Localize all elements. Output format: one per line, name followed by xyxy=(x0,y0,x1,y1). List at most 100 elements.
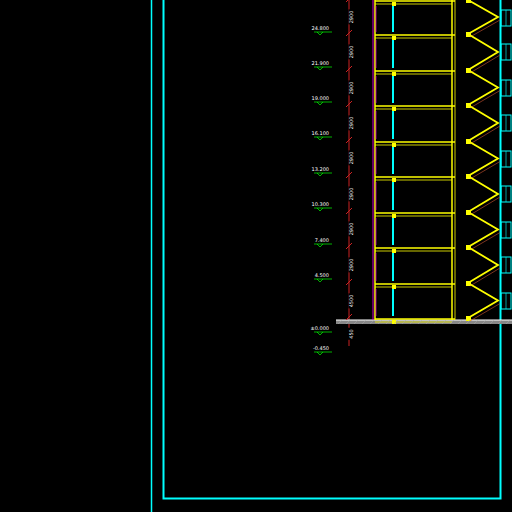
column xyxy=(392,253,394,281)
dim-tick xyxy=(346,208,352,214)
ground-hatch xyxy=(490,320,494,324)
dimension-text: 2900 xyxy=(348,10,354,25)
floor-slab xyxy=(375,216,452,217)
stair-hatch xyxy=(470,268,500,286)
floor-slab xyxy=(375,322,452,323)
beam xyxy=(392,178,396,182)
ground-hatch xyxy=(346,320,350,324)
wall-line xyxy=(373,0,374,320)
ground-hatch xyxy=(338,320,342,324)
stair-hatch xyxy=(470,91,500,109)
floor-slab xyxy=(375,0,455,2)
beam xyxy=(392,2,396,6)
column xyxy=(392,147,394,174)
ground-hatch xyxy=(442,320,446,324)
stair-flight xyxy=(468,70,498,105)
column xyxy=(392,40,394,68)
window-mullion xyxy=(506,10,507,26)
elevation-text: 19.000 xyxy=(311,95,331,101)
wall-line xyxy=(455,0,456,320)
ground-hatch xyxy=(370,320,374,324)
window xyxy=(501,151,511,167)
elevation-text: 24.800 xyxy=(311,25,331,31)
floor-slab xyxy=(375,251,452,252)
window xyxy=(501,257,511,273)
wall-inner xyxy=(376,6,377,32)
ground-hatch xyxy=(498,320,502,324)
frame-border xyxy=(164,0,501,499)
window-mullion xyxy=(506,186,507,202)
floor-slab xyxy=(375,318,455,320)
column xyxy=(392,289,394,316)
dim-tick xyxy=(346,0,352,2)
floor-slab xyxy=(375,4,452,5)
ground-hatch xyxy=(418,320,422,324)
level-symbol xyxy=(317,352,323,355)
dimension-text: 2900 xyxy=(348,81,354,96)
beam xyxy=(392,214,396,218)
beam xyxy=(392,285,396,289)
elevation-text: ±0.000 xyxy=(309,325,330,331)
dimension-text: 2900 xyxy=(348,116,354,131)
floor-slab xyxy=(375,145,452,146)
level-symbol xyxy=(317,208,323,211)
ground-hatch xyxy=(410,320,414,324)
floor-repeats xyxy=(314,0,511,355)
window xyxy=(501,293,511,309)
floor-slab xyxy=(375,38,452,39)
wall-inner xyxy=(376,218,377,245)
window xyxy=(501,80,511,96)
ground xyxy=(336,320,512,324)
floor-slab xyxy=(375,287,452,288)
window-mullion xyxy=(506,293,507,309)
dim-tick xyxy=(346,279,352,285)
beam xyxy=(392,320,396,324)
ground-hatch xyxy=(458,320,462,324)
floor-slab xyxy=(375,176,455,178)
stair-hatch xyxy=(470,162,500,180)
beam xyxy=(392,36,396,40)
window-mullion xyxy=(506,151,507,167)
ground-hatch xyxy=(378,320,382,324)
level-symbol xyxy=(317,173,323,176)
ground-hatch xyxy=(394,320,398,324)
wall-inner xyxy=(376,40,377,68)
ground-hatch xyxy=(506,320,510,324)
floor-slab xyxy=(375,283,455,285)
window-mullion xyxy=(506,115,507,131)
ground-hatch xyxy=(402,320,406,324)
stair-flight xyxy=(468,34,498,70)
ground-hatch xyxy=(466,320,470,324)
column xyxy=(392,218,394,245)
beam xyxy=(392,249,396,253)
stair-hatch xyxy=(470,304,500,322)
ground-hatch xyxy=(474,320,478,324)
column xyxy=(392,182,394,210)
dim-tick xyxy=(346,101,352,107)
floor-slab xyxy=(375,105,455,107)
dimension-text: 2900 xyxy=(348,258,354,273)
beam xyxy=(392,143,396,147)
ground-hatch xyxy=(434,320,438,324)
column xyxy=(392,76,394,103)
ground-hatch xyxy=(362,320,366,324)
wall-line xyxy=(374,0,376,320)
window-mullion xyxy=(506,222,507,238)
window-mullion xyxy=(506,80,507,96)
window xyxy=(501,115,511,131)
stair-hatch xyxy=(470,233,500,251)
stair-hatch xyxy=(470,20,500,37)
floor-slab xyxy=(375,212,455,214)
level-symbol xyxy=(317,279,323,282)
frame-line xyxy=(151,0,153,512)
floor-slab xyxy=(375,74,452,75)
elevation-text: -0.450 xyxy=(312,345,330,351)
dimension-text: 450 xyxy=(348,328,354,340)
beam xyxy=(392,72,396,76)
ground-hatch xyxy=(386,320,390,324)
elevation-text: 21.900 xyxy=(311,60,331,66)
elevation-text: 16.100 xyxy=(311,130,331,136)
column xyxy=(392,6,394,32)
dim-tick xyxy=(346,314,352,320)
